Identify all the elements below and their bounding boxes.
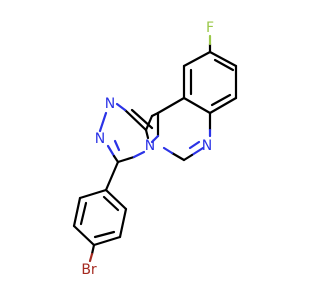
bond bbox=[72, 196, 82, 228]
fluorine-atom-label: F bbox=[206, 20, 214, 36]
bromine-atom-label: Br bbox=[81, 262, 97, 278]
bond bbox=[90, 243, 96, 256]
bond bbox=[98, 111, 108, 133]
pyrimidine-ring bbox=[144, 96, 212, 162]
bond bbox=[213, 58, 235, 72]
molecule-canvas: F N N N N Br bbox=[72, 20, 238, 278]
bond bbox=[112, 154, 120, 164]
bond bbox=[132, 150, 146, 159]
bond bbox=[78, 188, 108, 200]
bond bbox=[106, 144, 116, 158]
bond bbox=[72, 224, 96, 247]
bond bbox=[182, 153, 194, 162]
benzo-ring bbox=[182, 50, 238, 115]
bond bbox=[92, 235, 122, 247]
bond bbox=[88, 252, 94, 263]
bond bbox=[130, 108, 154, 130]
bond bbox=[182, 96, 212, 115]
bond bbox=[156, 96, 186, 115]
bond bbox=[144, 114, 154, 132]
nitrogen-atom-label: N bbox=[202, 138, 212, 154]
bond bbox=[123, 108, 148, 132]
bond bbox=[144, 128, 150, 140]
triazole-ring bbox=[98, 102, 154, 164]
bond bbox=[162, 146, 174, 155]
bond bbox=[93, 230, 116, 239]
bond bbox=[104, 188, 128, 211]
bond bbox=[190, 146, 205, 157]
nitrogen-atom-label: N bbox=[105, 96, 115, 112]
bond bbox=[116, 155, 136, 164]
nitrogen-atom-label: N bbox=[145, 138, 155, 154]
bond bbox=[208, 50, 238, 68]
bond bbox=[208, 96, 238, 115]
bond bbox=[150, 134, 160, 144]
bond bbox=[170, 151, 186, 162]
bond bbox=[182, 50, 212, 68]
bond bbox=[188, 140, 201, 150]
bond bbox=[118, 207, 128, 239]
nitrogen-atom-label: N bbox=[95, 131, 105, 147]
bond bbox=[102, 195, 120, 212]
bond bbox=[113, 139, 121, 152]
bond bbox=[115, 102, 127, 112]
bromophenyl-ring bbox=[72, 188, 128, 247]
bond bbox=[79, 201, 88, 226]
molecule-structure: F N N N N Br bbox=[72, 20, 238, 278]
bond bbox=[104, 160, 120, 192]
bond bbox=[210, 93, 232, 107]
